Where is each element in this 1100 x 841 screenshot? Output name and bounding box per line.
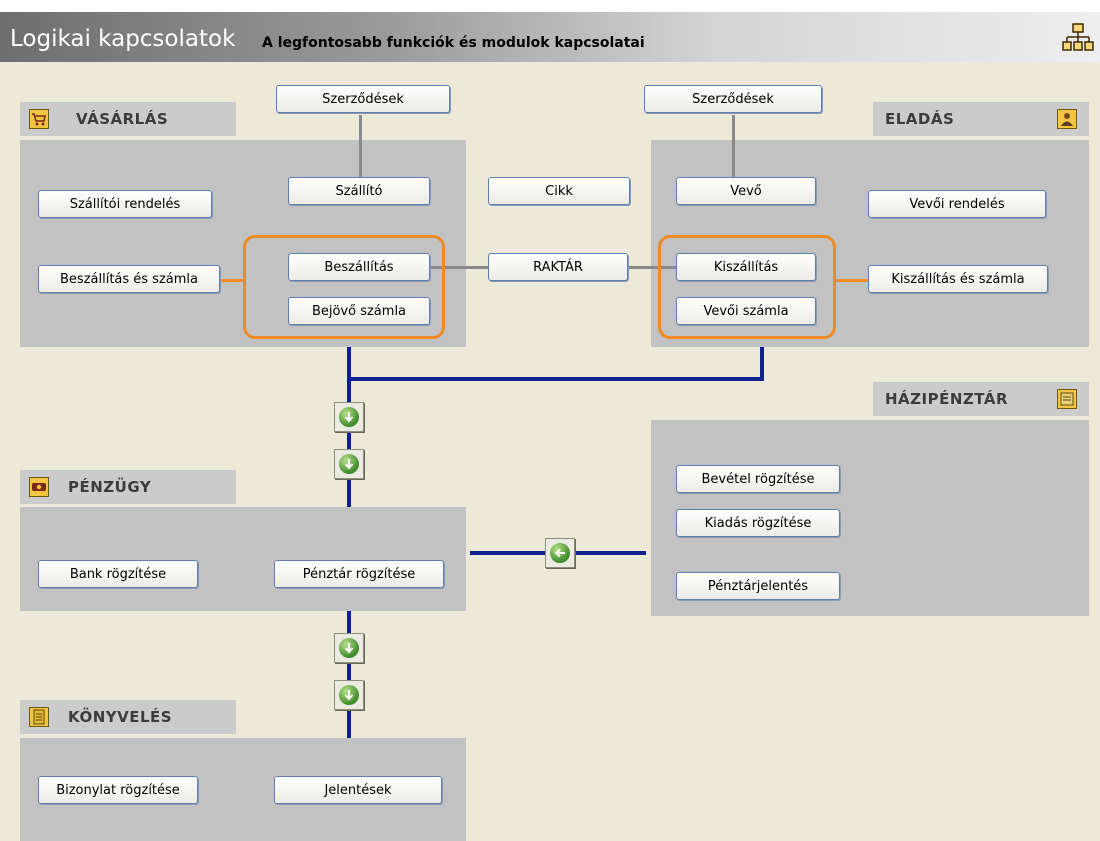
raktar-button[interactable]: RAKTÁR <box>488 253 628 281</box>
vasarlas-title: VÁSÁRLÁS <box>76 110 169 128</box>
flow-arrow-left[interactable] <box>545 538 575 568</box>
shopping-cart-icon <box>29 109 49 129</box>
penzugy-title: PÉNZÜGY <box>68 478 152 496</box>
szerzodesek-left-button[interactable]: Szerződések <box>276 85 450 113</box>
szallito-button[interactable]: Szállító <box>288 177 430 205</box>
page-title: Logikai kapcsolatok <box>10 26 236 52</box>
bizonylat-rogzitese-button[interactable]: Bizonylat rögzítése <box>38 776 198 804</box>
arrow-down-icon <box>344 690 354 701</box>
money-icon <box>29 477 49 497</box>
page-subtitle: A legfontosabb funkciók és modulok kapcs… <box>262 35 645 51</box>
flow-arrow-down-1[interactable] <box>334 402 364 432</box>
link-beszallitas-raktar <box>430 266 488 269</box>
bejovo-szamla-button[interactable]: Bejövő számla <box>288 297 430 325</box>
link-szerzodesek-vevo <box>732 115 735 179</box>
szerzodesek-right-button[interactable]: Szerződések <box>644 85 822 113</box>
link-raktar-kiszallitas <box>628 266 676 269</box>
link-kiszallitas-es-szamla <box>835 279 868 282</box>
hazipenztar-title: HÁZIPÉNZTÁR <box>885 390 1009 408</box>
konyveles-header: KÖNYVELÉS <box>20 700 236 734</box>
cash-register-icon <box>1057 389 1077 409</box>
vasarlas-header: VÁSÁRLÁS <box>20 102 236 136</box>
bank-rogzitese-button[interactable]: Bank rögzítése <box>38 560 198 588</box>
vevoi-rendeles-button[interactable]: Vevői rendelés <box>868 190 1046 218</box>
hazipenztar-header: HÁZIPÉNZTÁR <box>873 382 1089 416</box>
penztar-rogzitese-button[interactable]: Pénztár rögzítése <box>274 560 444 588</box>
arrow-down-icon <box>344 643 354 654</box>
kiszallitas-es-szamla-button[interactable]: Kiszállítás és számla <box>868 265 1048 293</box>
flow-arrow-down-2[interactable] <box>334 449 364 479</box>
beszallitas-es-szamla-button[interactable]: Beszállítás és számla <box>38 265 220 293</box>
flow-arrow-down-3[interactable] <box>334 633 364 663</box>
arrow-down-icon <box>344 459 354 470</box>
kiadas-rogzitese-button[interactable]: Kiadás rögzítése <box>676 509 840 537</box>
kiszallitas-button[interactable]: Kiszállítás <box>676 253 816 281</box>
vevoi-szamla-button[interactable]: Vevői számla <box>676 297 816 325</box>
connector-horizontal-top <box>347 377 764 381</box>
vevo-button[interactable]: Vevő <box>676 177 816 205</box>
link-beszallitas-es-szamla <box>220 279 244 282</box>
connector-eladas-down <box>760 347 764 380</box>
link-szerzodesek-szallito <box>359 115 362 179</box>
arrow-down-icon <box>344 412 354 423</box>
top-strip <box>0 0 1100 12</box>
szallitoi-rendeles-button[interactable]: Szállítói rendelés <box>38 190 212 218</box>
penzugy-header: PÉNZÜGY <box>20 470 236 504</box>
konyveles-title: KÖNYVELÉS <box>68 708 173 726</box>
eladas-header: ELADÁS <box>873 102 1089 136</box>
connector-penzugy-konyveles <box>347 611 351 738</box>
arrow-left-icon <box>554 548 565 558</box>
org-chart-icon <box>1062 23 1094 51</box>
salesperson-icon <box>1057 109 1077 129</box>
beszallitas-button[interactable]: Beszállítás <box>288 253 430 281</box>
cikk-button[interactable]: Cikk <box>488 177 630 205</box>
jelentesek-button[interactable]: Jelentések <box>274 776 442 804</box>
ledger-icon <box>29 707 49 727</box>
flow-arrow-down-4[interactable] <box>334 680 364 710</box>
penzugy-panel <box>20 507 466 611</box>
eladas-highlight-box <box>658 235 836 339</box>
title-bar: Logikai kapcsolatok A legfontosabb funkc… <box>0 12 1100 62</box>
penztarjelentes-button[interactable]: Pénztárjelentés <box>676 572 840 600</box>
vasarlas-highlight-box <box>243 235 445 339</box>
eladas-title: ELADÁS <box>885 110 955 128</box>
bevetel-rogzitese-button[interactable]: Bevétel rögzítése <box>676 465 840 493</box>
